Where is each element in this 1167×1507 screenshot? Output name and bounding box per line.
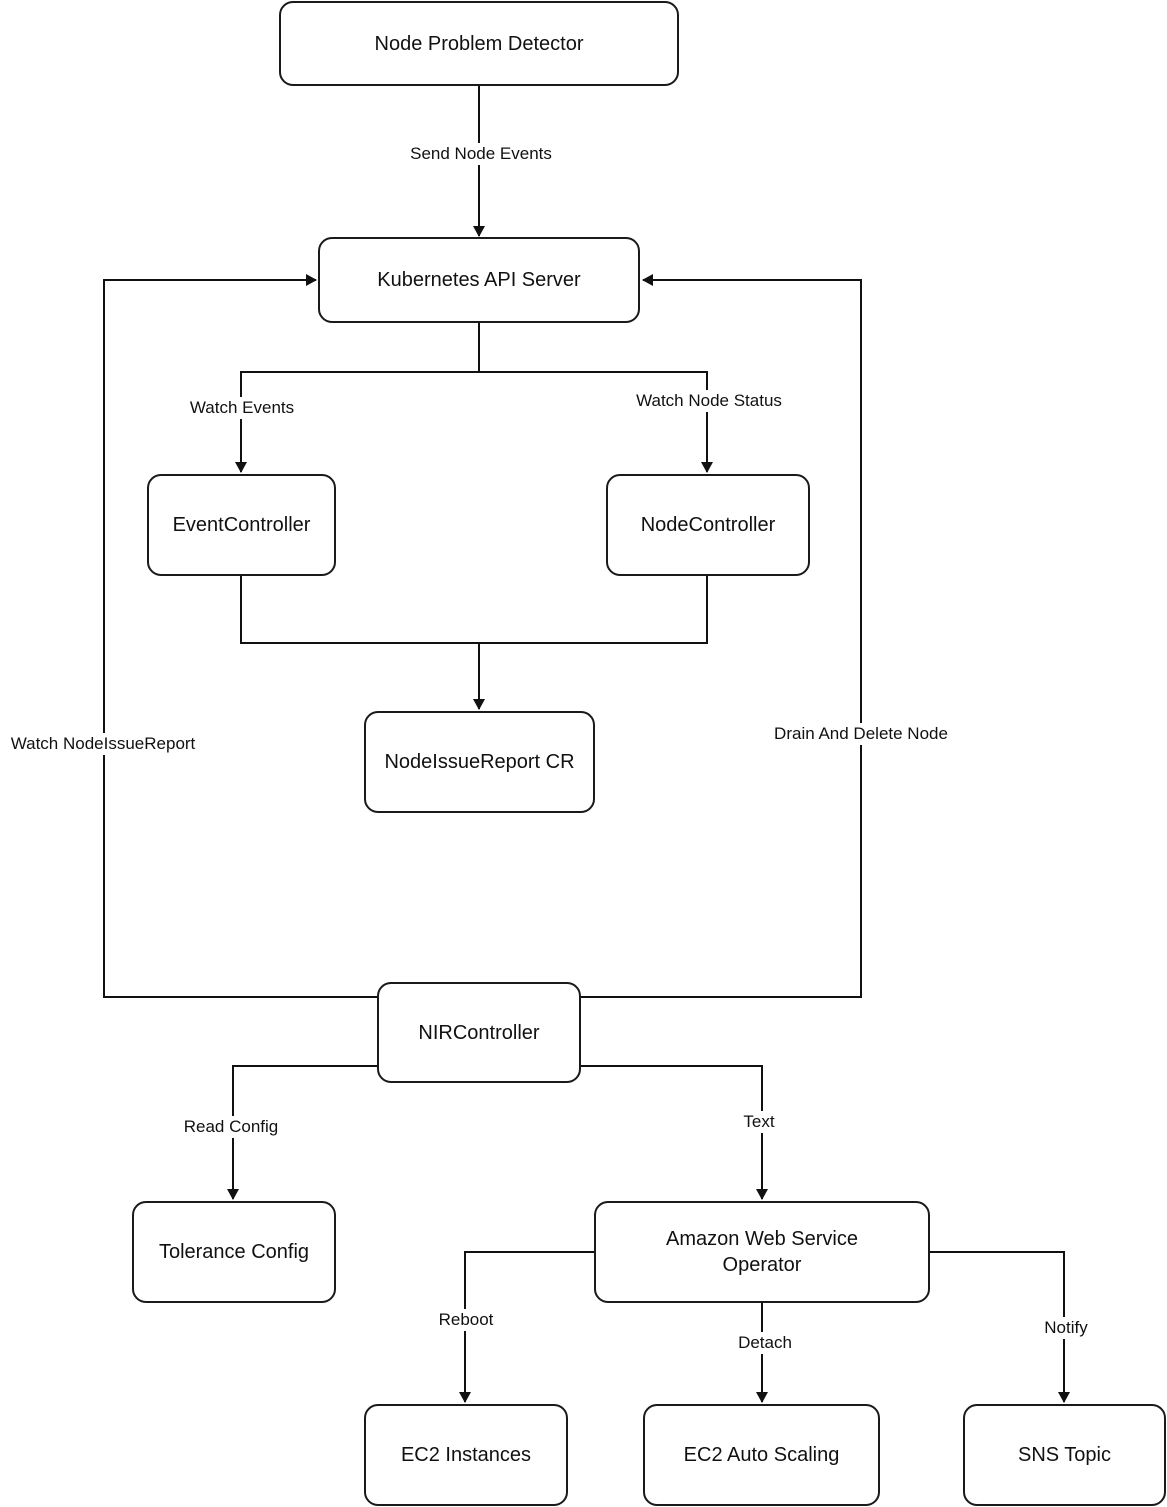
label-detach: Detach (735, 1332, 795, 1354)
ec2-auto-scaling-label: EC2 Auto Scaling (683, 1444, 840, 1466)
aws-operator-box: Amazon Web Service Operator (594, 1201, 930, 1303)
node-issue-report-cr-box: NodeIssueReport CR (364, 711, 595, 813)
event-controller-box: EventController (147, 474, 336, 576)
edge-drain-delete (580, 274, 862, 998)
label-drain-delete: Drain And Delete Node (771, 723, 951, 745)
sns-topic-box: SNS Topic (963, 1404, 1166, 1506)
ec2-instances-box: EC2 Instances (364, 1404, 568, 1506)
kubernetes-api-server-label: Kubernetes API Server (377, 269, 581, 291)
edge-watch-nir (103, 274, 378, 998)
label-notify: Notify (1041, 1317, 1091, 1339)
ec2-auto-scaling-box: EC2 Auto Scaling (643, 1404, 880, 1506)
label-read-config: Read Config (180, 1116, 282, 1138)
node-problem-detector-label: Node Problem Detector (374, 32, 584, 55)
event-controller-label: EventController (172, 514, 311, 536)
label-text: Text (740, 1111, 778, 1133)
tolerance-config-label: Tolerance Config (158, 1241, 310, 1263)
node-controller-box: NodeController (606, 474, 810, 576)
edge-watch-node-status (479, 371, 713, 473)
edge-reboot (459, 1251, 595, 1403)
label-watch-events: Watch Events (186, 397, 298, 419)
ec2-instances-label: EC2 Instances (400, 1444, 532, 1466)
edge-api-trunk (235, 322, 480, 473)
node-controller-label: NodeController (640, 514, 776, 536)
node-problem-detector-box: Node Problem Detector (279, 1, 679, 86)
aws-operator-label: Amazon Web Service Operator (666, 1228, 858, 1276)
label-reboot: Reboot (435, 1309, 497, 1331)
nir-controller-label: NIRController (418, 1021, 540, 1044)
edge-notify (929, 1251, 1070, 1403)
label-watch-node-status: Watch Node Status (633, 390, 785, 412)
tolerance-config-box: Tolerance Config (132, 1201, 336, 1303)
edge-read-config (227, 1065, 378, 1200)
nir-controller-box: NIRController (377, 982, 581, 1083)
edge-text (580, 1065, 768, 1200)
label-watch-nir: Watch NodeIssueReport (7, 733, 199, 755)
kubernetes-api-server-box: Kubernetes API Server (318, 237, 640, 323)
label-send-node-events: Send Node Events (407, 143, 555, 165)
edge-event-merge (240, 576, 708, 644)
sns-topic-label: SNS Topic (1017, 1444, 1111, 1466)
node-issue-report-cr-label: NodeIssueReport CR (384, 751, 575, 773)
